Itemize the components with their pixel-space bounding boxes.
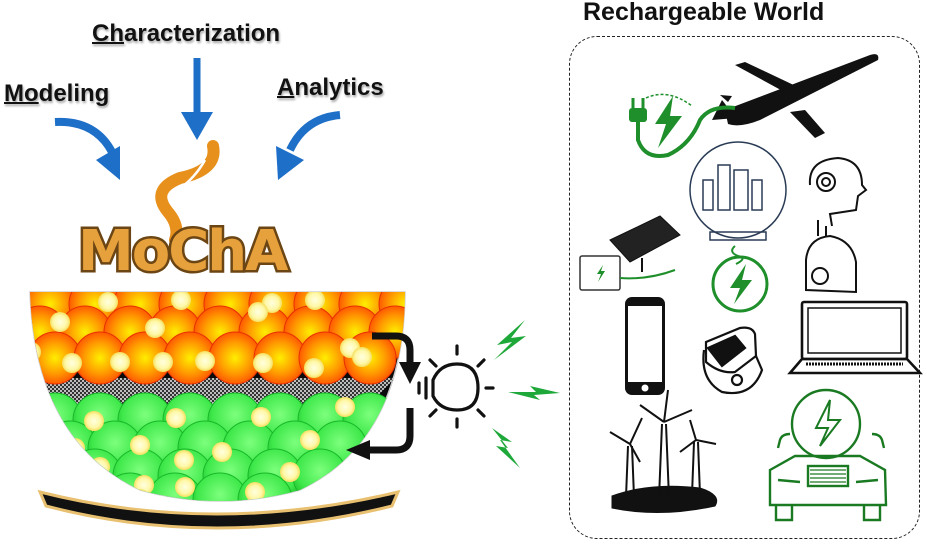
lithium-ion [38, 405, 58, 425]
lithium-ion [130, 435, 150, 455]
anode-particle [67, 448, 123, 501]
separator-layer [36, 378, 395, 404]
rechargeable-world-box [569, 36, 920, 539]
energy-bolt-icon [494, 320, 526, 360]
characterization-label: Characterization [92, 20, 280, 48]
electric-car-icon [768, 388, 888, 522]
energy-bolt-icon [508, 386, 560, 400]
steam-icon [155, 140, 220, 246]
cathode-particle [298, 331, 352, 385]
cathode-particle [208, 331, 262, 385]
lithium-ion [212, 442, 232, 462]
green-plug-icon [629, 93, 736, 158]
lithium-ion [65, 438, 85, 458]
lithium-ion [134, 475, 154, 495]
cathode-particles [30, 292, 405, 385]
lithium-ion [195, 351, 215, 371]
lithium-ion [280, 462, 300, 482]
lithium-ion [300, 430, 320, 450]
smart-city-icon [689, 141, 787, 265]
lithium-ion [145, 318, 165, 338]
wind-turbines-icon [609, 389, 718, 514]
characterization-arrow [181, 58, 213, 140]
discharge-arrow [372, 332, 421, 384]
characterization-rest: aracterization [124, 20, 281, 47]
energy-bolt-icon [492, 428, 520, 468]
battery-layers [30, 292, 405, 501]
lithium-ion [253, 353, 273, 373]
smartwatch-icon [702, 326, 764, 395]
mocha-logo: MoChA [78, 219, 289, 284]
lithium-ion [251, 407, 271, 427]
charge-arrow [346, 408, 414, 460]
lithium-ion [335, 397, 355, 417]
lithium-ion [153, 352, 173, 372]
lithium-ion [84, 411, 104, 431]
lithium-ion [171, 292, 191, 310]
lithium-ion [174, 450, 194, 470]
lithium-ion [248, 302, 268, 322]
robot-icon [805, 156, 868, 294]
modeling-label: Modeling [4, 80, 109, 108]
lithium-ion [110, 352, 130, 372]
lithium-ion [98, 292, 118, 312]
light-bulb-icon [417, 344, 495, 429]
analytics-acronym: A [277, 74, 295, 101]
analytics-label: Analytics [277, 74, 384, 102]
modeling-arrow [54, 117, 120, 180]
lithium-ion [90, 457, 110, 477]
charging-circle-icon [711, 255, 769, 313]
anode-particle [292, 448, 348, 501]
solar-battery-icon [579, 215, 681, 291]
lithium-ion [62, 353, 82, 373]
analytics-rest: nalytics [294, 74, 384, 101]
lithium-ion [175, 477, 195, 497]
modeling-acronym: Mo [4, 80, 39, 107]
lithium-ion [305, 292, 325, 310]
rechargeable-world-title: Rechargeable World [583, 0, 825, 26]
lithium-ion [304, 358, 324, 378]
modeling-rest: deling [38, 80, 110, 107]
lithium-ion [50, 312, 70, 332]
electric-plane-icon [712, 54, 879, 138]
characterization-acronym: Ch [92, 20, 124, 47]
lithium-ion [245, 482, 265, 501]
laptop-icon [787, 300, 923, 375]
analytics-arrow [276, 111, 341, 180]
bolt-icon [655, 96, 682, 148]
smartphone-icon [625, 297, 665, 395]
lithium-ion [352, 347, 372, 367]
saucer [37, 489, 401, 530]
lithium-ion [166, 408, 186, 428]
